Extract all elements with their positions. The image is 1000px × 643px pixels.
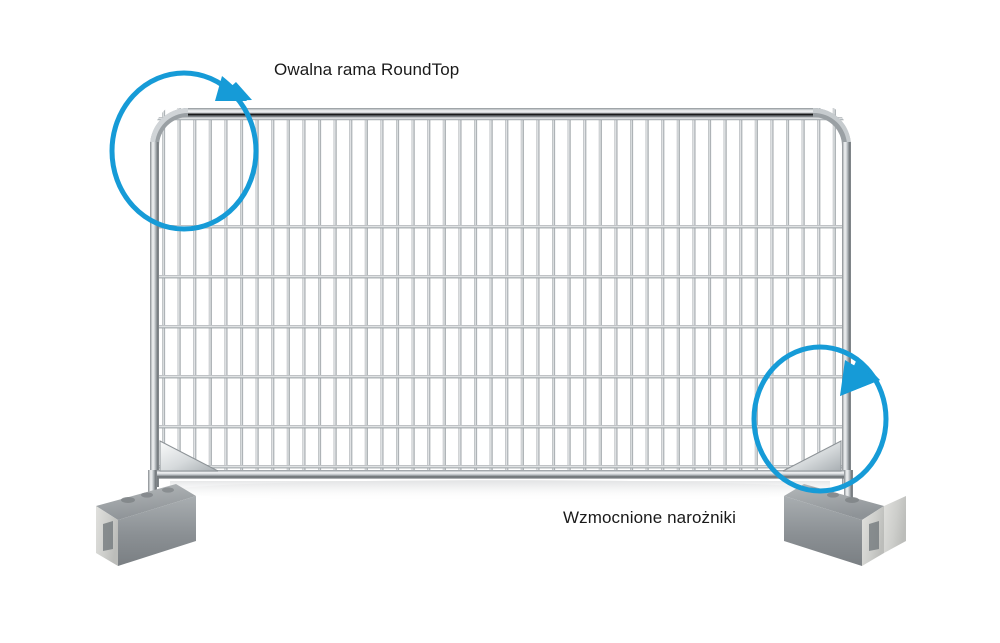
leg-left	[148, 470, 157, 506]
mesh-wire-vertical	[474, 108, 478, 478]
mesh-wire-vertical	[318, 108, 322, 478]
mesh-wire-horizontal	[154, 225, 847, 229]
mesh-wire-vertical	[817, 108, 821, 478]
frame-right-post	[842, 142, 851, 487]
mesh-wire-vertical	[754, 108, 758, 478]
mesh-wire-horizontal	[154, 425, 847, 429]
mesh-wire-vertical	[723, 108, 727, 478]
mesh-wire-vertical	[349, 108, 353, 478]
mesh-wire-vertical	[333, 108, 337, 478]
callout-roundtop-circle[interactable]	[109, 70, 259, 232]
mesh-wire-vertical	[786, 108, 790, 478]
frame-bottom-rail-shade	[155, 476, 847, 479]
mesh-wire-vertical	[645, 108, 649, 478]
callout-corners[interactable]	[751, 344, 889, 494]
mesh-wire-vertical	[505, 108, 509, 478]
mesh-wire-vertical	[224, 108, 228, 478]
mesh-wire-vertical	[380, 108, 384, 478]
frame-bottom-rail	[155, 470, 847, 478]
base-right-side-face	[784, 496, 862, 566]
frame-corner-top-right	[813, 108, 851, 146]
concrete-base-left	[96, 484, 196, 566]
mesh-wire-vertical	[177, 108, 181, 478]
mesh-wire-vertical	[801, 108, 805, 478]
mesh-wire-vertical	[567, 108, 571, 478]
mesh-wire-vertical	[364, 108, 368, 478]
mesh-wire-vertical	[302, 108, 306, 478]
mesh-wire-vertical	[536, 108, 540, 478]
mesh-wire-vertical	[162, 108, 166, 478]
concrete-base-right	[784, 484, 906, 566]
leg-right	[844, 470, 853, 506]
mesh-wire-horizontal	[154, 325, 847, 329]
frame-top-rail	[184, 108, 817, 117]
mesh-wire-horizontal-top	[154, 117, 847, 121]
mesh-wire-vertical	[411, 108, 415, 478]
mesh-wire-vertical	[193, 108, 197, 478]
mesh-wire-vertical	[739, 108, 743, 478]
mesh-wire-vertical	[255, 108, 259, 478]
mesh-wire-vertical	[520, 108, 524, 478]
base-left-side-face	[118, 496, 196, 566]
mesh-wire-vertical	[442, 108, 446, 478]
callout-roundtop-arrow-tail	[215, 76, 247, 101]
base-left-hole-3	[162, 487, 174, 493]
base-right-recess	[869, 521, 879, 551]
mesh-wire-vertical	[832, 108, 836, 478]
mesh-vertical-wires	[162, 108, 836, 478]
reinforced-corner-right	[782, 440, 842, 472]
mesh-wire-vertical	[240, 108, 244, 478]
mesh-wire-vertical	[614, 108, 618, 478]
base-right-hole-2	[827, 492, 839, 498]
base-left-hole-1	[121, 497, 135, 503]
base-right-top-face	[784, 484, 884, 520]
mesh-wire-vertical	[676, 108, 680, 478]
panel-legs	[148, 470, 853, 506]
mesh-wire-vertical	[708, 108, 712, 478]
ground-shadow	[170, 480, 830, 502]
mesh-wire-vertical	[630, 108, 634, 478]
base-right-hole-1	[845, 497, 859, 503]
callout-label-corners: Wzmocnione narożniki	[563, 508, 737, 527]
callout-roundtop[interactable]	[109, 70, 259, 232]
mesh-wire-vertical	[427, 108, 431, 478]
base-left-recess	[103, 521, 113, 551]
mesh-wire-vertical	[583, 108, 587, 478]
mesh-wire-vertical	[489, 108, 493, 478]
frame-left-post	[150, 142, 159, 487]
mesh-wire-vertical	[458, 108, 462, 478]
mesh-wire-vertical	[770, 108, 774, 478]
base-left-hole-2	[141, 492, 153, 498]
base-left-top-face	[96, 484, 196, 520]
mesh-wire-vertical	[598, 108, 602, 478]
mesh-wire-vertical	[661, 108, 665, 478]
mesh-wire-vertical	[692, 108, 696, 478]
base-right-end-face	[884, 496, 906, 553]
mesh-wire-vertical	[286, 108, 290, 478]
mesh-wire-vertical	[552, 108, 556, 478]
mesh-wire-horizontal	[154, 375, 847, 379]
callout-label-roundtop: Owalna rama RoundTop	[274, 60, 460, 79]
mesh-wire-horizontal	[154, 275, 847, 279]
mesh-wire-horizontal	[154, 465, 847, 469]
callout-corners-arrow-tail	[840, 360, 880, 396]
panel-frame	[150, 108, 851, 487]
mesh-wire-vertical	[208, 108, 212, 478]
callout-corners-circle[interactable]	[751, 344, 889, 494]
wire-mesh	[154, 108, 847, 478]
frame-corner-top-left	[150, 108, 188, 146]
mesh-wire-vertical	[396, 108, 400, 478]
mesh-wire-vertical	[271, 108, 275, 478]
reinforced-corner-left	[159, 440, 219, 472]
mesh-horizontal-wires	[154, 117, 847, 469]
